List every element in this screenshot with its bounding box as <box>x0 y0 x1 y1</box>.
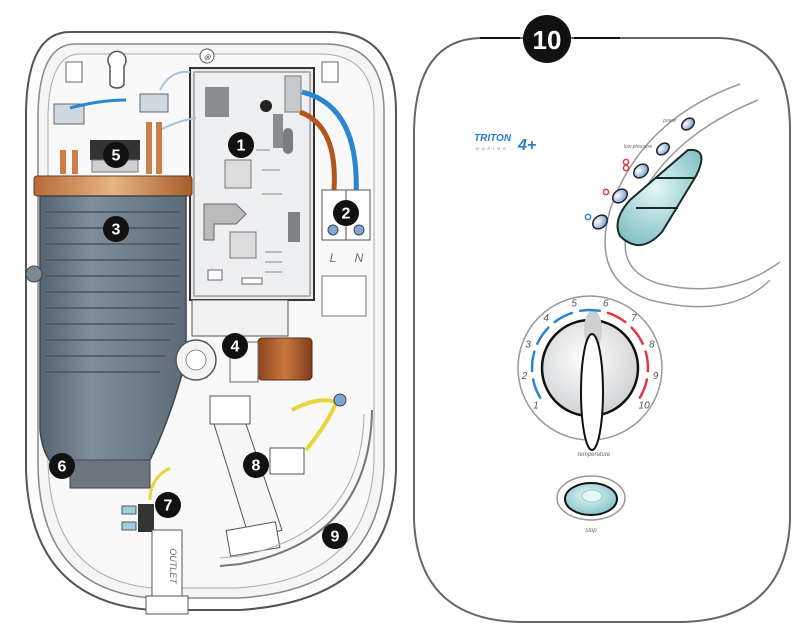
dial-hot-segment <box>638 378 649 399</box>
brand-sub: RAPIDE <box>476 146 509 151</box>
dial-tick-label: 2 <box>521 371 528 382</box>
dial-scale-arcs <box>530 308 650 399</box>
solenoid-valve <box>175 299 313 383</box>
svg-text:9: 9 <box>331 529 340 546</box>
earth-terminal <box>333 393 347 407</box>
dial-tick-label: 4 <box>543 313 549 324</box>
dial-cold-segment <box>530 350 536 373</box>
svg-text:1: 1 <box>237 138 246 155</box>
callout-7: 7 <box>155 492 181 518</box>
case-seal-inner <box>219 413 365 559</box>
svg-text:2: 2 <box>342 206 351 223</box>
indicator-red-ring <box>602 188 610 196</box>
front-cover: 10 TRITON RAPIDE 4+ power low pressure <box>413 15 791 623</box>
svg-text:5: 5 <box>112 148 121 165</box>
dial-cold-segment <box>553 311 574 324</box>
live-terminal-label: L <box>330 251 337 265</box>
flow-valve <box>209 395 305 557</box>
callout-4: 4 <box>222 333 248 359</box>
stop-label: stop <box>585 528 597 534</box>
dial-scale-labels: 1 2 3 4 5 6 7 8 9 10 <box>521 298 659 411</box>
indicator-red-double-ring <box>622 158 630 172</box>
indicator-blue-ring <box>584 213 592 221</box>
thermal-cut-out: OUTLET <box>121 466 189 615</box>
button-low-pressure-label: low pressure <box>624 144 653 150</box>
svg-text:7: 7 <box>164 498 173 515</box>
dial-pointer[interactable] <box>580 333 604 451</box>
button-economy[interactable] <box>590 212 610 231</box>
dial-tick-label: 10 <box>639 400 651 411</box>
svg-text:6: 6 <box>58 459 67 476</box>
printed-circuit-board: ⊗ <box>189 48 315 301</box>
dial-tick-label: 7 <box>631 313 637 324</box>
svg-text:10: 10 <box>533 25 562 55</box>
brand-logo: TRITON RAPIDE 4+ <box>474 133 536 154</box>
callout-8: 8 <box>243 452 269 478</box>
swoosh-line-inner <box>624 99 781 290</box>
dial-tick-label: 9 <box>653 371 659 382</box>
case-seal <box>219 409 373 567</box>
dial-hot-segment <box>606 311 627 324</box>
callout-5: 5 <box>103 142 129 168</box>
dial-tick-label: 6 <box>603 298 609 309</box>
callout-6: 6 <box>49 453 75 479</box>
button-power-label: power <box>662 118 677 124</box>
neutral-terminal-label: N <box>355 251 364 265</box>
heater-tank <box>25 175 193 489</box>
svg-text:8: 8 <box>252 458 261 475</box>
callout-1: 1 <box>228 132 254 158</box>
stop-button[interactable] <box>556 475 626 521</box>
temperature-dial[interactable]: 1 2 3 4 5 6 7 8 9 10 <box>517 295 663 451</box>
button-high-power[interactable] <box>631 161 651 180</box>
brown-wire <box>299 109 337 191</box>
svg-text:4: 4 <box>231 339 240 356</box>
callout-2: 2 <box>333 200 359 226</box>
dial-hot-segment <box>644 350 650 373</box>
control-panel-display[interactable] <box>616 148 703 246</box>
dial-cold-segment <box>531 378 542 399</box>
button-low-pressure[interactable] <box>654 141 671 158</box>
button-medium-power[interactable] <box>610 186 630 205</box>
brand-name: TRITON <box>474 133 512 144</box>
button-power[interactable] <box>679 116 696 133</box>
callout-9: 9 <box>322 523 348 549</box>
blue-wire <box>301 89 359 197</box>
svg-text:3: 3 <box>112 222 121 239</box>
svg-text:⊗: ⊗ <box>203 52 211 62</box>
dial-tick-label: 8 <box>649 339 655 350</box>
mount-clip-right <box>321 61 339 83</box>
dial-cold-segment <box>536 326 550 345</box>
keyhole-mount <box>107 50 127 89</box>
model-mark: 4+ <box>517 137 536 154</box>
temperature-label: temperature <box>578 452 611 458</box>
dial-tick-label: 5 <box>571 298 577 309</box>
dial-tick-label: 1 <box>533 400 539 411</box>
callout-3: 3 <box>103 216 129 242</box>
dial-hot-segment <box>630 326 644 345</box>
internal-unit: ⊗ L N <box>25 31 397 615</box>
callout-10: 10 <box>523 15 571 63</box>
swoosh-line-outer <box>604 83 771 308</box>
mount-clip-left <box>65 61 83 83</box>
outlet-label: OUTLET <box>168 548 178 585</box>
dial-cold-segment <box>578 308 602 313</box>
dial-tick-label: 3 <box>525 339 531 350</box>
